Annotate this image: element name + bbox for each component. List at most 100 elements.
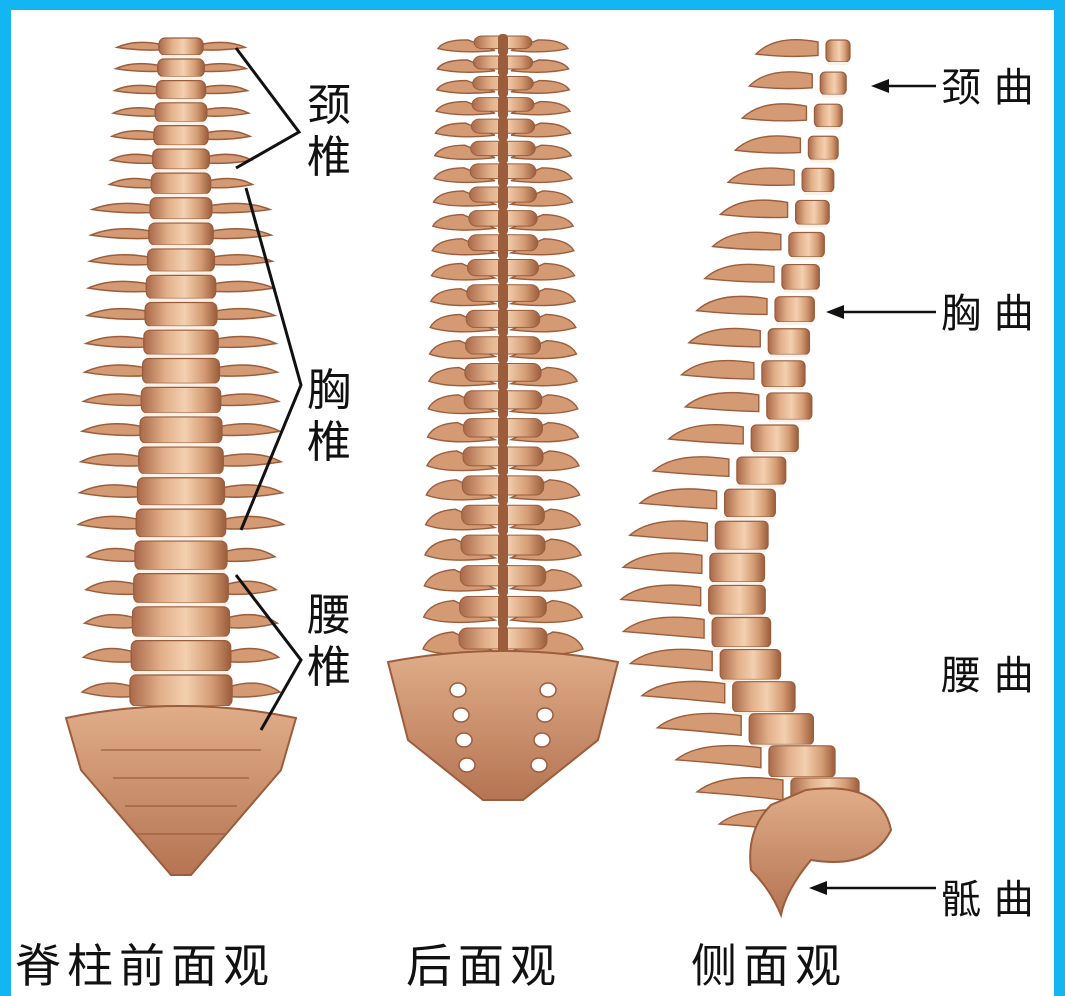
- spinous-process: [498, 257, 508, 284]
- transverse-process: [90, 255, 148, 265]
- vertebra-body: [135, 541, 227, 570]
- caption-front-view: 脊柱前面观: [15, 938, 275, 994]
- transverse-process: [207, 108, 249, 116]
- transverse-process: [231, 649, 279, 663]
- caption-side-view: 侧面观: [691, 938, 847, 994]
- spinous-process: [498, 361, 508, 390]
- transverse-process: [80, 485, 138, 497]
- intervertebral-disc: [764, 387, 803, 390]
- sacral-foramen: [456, 733, 472, 747]
- vertebra-body: [769, 746, 835, 777]
- vertebra-body: [148, 249, 215, 271]
- intervertebral-disc: [810, 160, 836, 163]
- intervertebral-disc: [828, 62, 848, 65]
- vertebra-body: [725, 489, 776, 517]
- vertebra-body: [808, 136, 838, 159]
- vertebra-body: [136, 509, 225, 537]
- vertebra-body: [709, 585, 766, 614]
- intervertebral-disc: [816, 127, 840, 130]
- vertebra-body: [820, 72, 846, 94]
- label-sacral-curve: 骶 曲: [941, 878, 1034, 922]
- spinous-process: [498, 117, 508, 141]
- intervertebral-disc: [804, 192, 832, 195]
- transverse-process: [221, 394, 279, 405]
- spinous-process: [498, 445, 508, 476]
- spinous-process: [498, 283, 508, 311]
- spinous-process: [697, 778, 783, 800]
- vertebra-body: [814, 104, 842, 127]
- transverse-process: [204, 64, 246, 72]
- transverse-process: [112, 131, 154, 140]
- spinous-process: [498, 474, 508, 505]
- transverse-process: [211, 179, 253, 188]
- intervertebral-disc: [798, 225, 828, 228]
- transverse-process: [109, 179, 151, 188]
- spine-front-view: [66, 38, 296, 875]
- sacrum-coccyx: [750, 788, 891, 915]
- vertebra-body: [130, 675, 232, 706]
- spinous-process: [498, 564, 508, 597]
- spinous-process: [685, 393, 758, 412]
- transverse-process: [88, 281, 146, 291]
- spine-side-view: [621, 40, 891, 915]
- arrow-head: [826, 305, 844, 319]
- vertebra-body: [145, 302, 217, 326]
- vertebra-body: [131, 641, 230, 671]
- transverse-process: [86, 581, 134, 594]
- intervertebral-disc: [712, 582, 763, 585]
- vertebra-body: [767, 393, 812, 420]
- sacral-foramen: [537, 708, 553, 722]
- spinous-process: [642, 681, 725, 703]
- transverse-process: [117, 42, 159, 50]
- transverse-process: [226, 516, 284, 529]
- arrow-head: [871, 79, 889, 93]
- spinous-process: [498, 335, 508, 364]
- spinous-process: [669, 425, 744, 444]
- intervertebral-disc: [727, 517, 774, 520]
- spinous-process: [498, 533, 508, 565]
- vertebra-body: [144, 330, 218, 354]
- intervertebral-disc: [739, 485, 784, 488]
- vertebra-body: [737, 457, 786, 484]
- spinous-process: [623, 553, 702, 573]
- spinous-process: [498, 185, 508, 211]
- vertebra-body: [146, 275, 215, 298]
- spine-back-view: [388, 34, 618, 800]
- vertebra-body: [153, 149, 210, 169]
- intervertebral-disc: [822, 95, 844, 98]
- vertebra-body: [156, 81, 205, 99]
- spinous-process: [498, 595, 508, 628]
- vertebra-body: [751, 425, 798, 452]
- spinous-process: [498, 54, 508, 77]
- vertebra-body: [802, 168, 834, 192]
- spinous-process: [756, 40, 818, 57]
- spinous-process: [498, 34, 508, 56]
- bracket-line: [236, 48, 299, 168]
- spinous-process: [676, 746, 761, 768]
- spinous-process: [713, 232, 781, 250]
- intervertebral-disc: [753, 452, 796, 455]
- vertebra-body: [140, 417, 222, 443]
- vertebra-body: [141, 387, 220, 413]
- vertebra-body: [151, 173, 210, 194]
- transverse-process: [85, 615, 133, 628]
- transverse-process: [216, 281, 274, 291]
- transverse-process: [82, 424, 140, 436]
- transverse-process: [213, 229, 271, 239]
- spinous-process: [749, 72, 812, 89]
- vertebra-body: [158, 59, 205, 77]
- transverse-process: [219, 365, 277, 376]
- vertebra-body: [712, 618, 771, 648]
- spinous-process: [657, 713, 741, 735]
- transverse-process: [203, 42, 245, 50]
- vertebra-body: [789, 233, 825, 258]
- spinous-process: [728, 168, 794, 185]
- vertebra-body: [733, 682, 795, 712]
- spinous-process: [498, 417, 508, 447]
- label-thoracic-curve: 胸 曲: [941, 292, 1034, 336]
- vertebra-body: [155, 103, 207, 122]
- vertebra-body: [782, 265, 819, 290]
- sacral-foramen: [531, 758, 547, 772]
- label-cervical-vertebrae: 颈 椎: [301, 80, 357, 184]
- spinous-process: [623, 617, 704, 638]
